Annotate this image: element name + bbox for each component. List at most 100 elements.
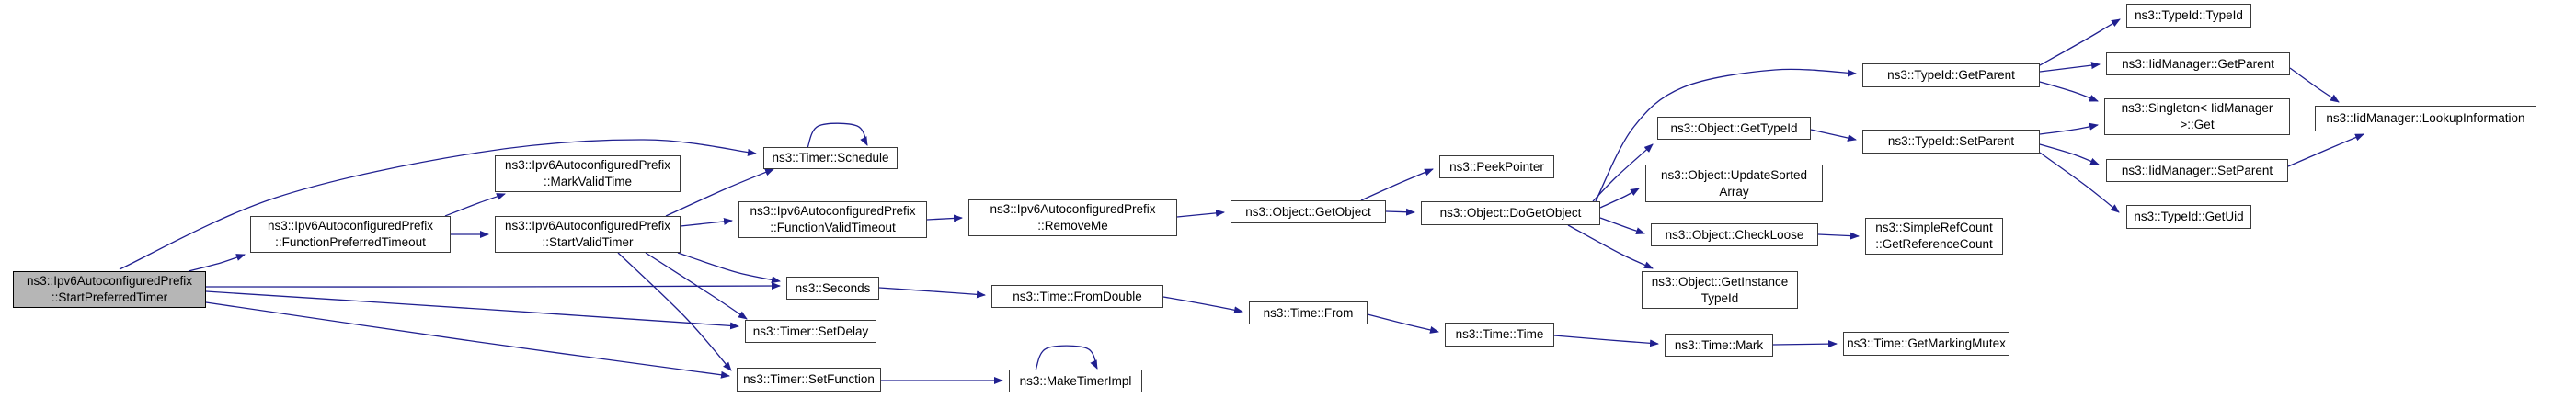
node-label: ns3::Ipv6AutoconfiguredPrefix bbox=[267, 219, 434, 233]
node-type-id-get-uid[interactable]: ns3::TypeId::GetUid bbox=[2126, 205, 2251, 229]
edge-time-time-to-time-mark bbox=[1553, 335, 1659, 347]
node-time-get-marking-mutex[interactable]: ns3::Time::GetMarkingMutex bbox=[1843, 332, 2009, 356]
node-label: ::StartPreferredTimer bbox=[51, 290, 168, 304]
node-make-timer-impl[interactable]: ns3::MakeTimerImpl bbox=[1009, 370, 1142, 392]
node-label: ::FunctionPreferredTimeout bbox=[275, 235, 426, 249]
edge-iid-manager-set-parent-to-iid-manager-lookup-information bbox=[2287, 133, 2364, 167]
node-type-id-type-id[interactable]: ns3::TypeId::TypeId bbox=[2126, 4, 2251, 28]
edge-function-valid-timeout-to-remove-me bbox=[926, 214, 963, 222]
node-label: ns3::Object::CheckLoose bbox=[1665, 227, 1804, 242]
edge-object-do-get-object-to-object-check-loose bbox=[1599, 217, 1645, 234]
node-iid-manager-lookup-information[interactable]: ns3::IidManager::LookupInformation bbox=[2315, 106, 2536, 131]
edge-start-valid-timer-to-timer-set-delay bbox=[645, 252, 748, 320]
node-label: >::Get bbox=[2180, 118, 2215, 131]
edge-time-mark-to-time-get-marking-mutex bbox=[1772, 340, 1838, 348]
node-object-do-get-object[interactable]: ns3::Object::DoGetObject bbox=[1421, 201, 1600, 225]
node-label: ns3::Object::UpdateSorted bbox=[1660, 167, 1808, 182]
node-label: ns3::Seconds bbox=[795, 280, 871, 295]
node-start-valid-timer[interactable]: ns3::Ipv6AutoconfiguredPrefix::StartVali… bbox=[495, 216, 681, 253]
edge-object-do-get-object-to-object-get-type-id bbox=[1592, 143, 1654, 202]
edge-start-preferred-timer-to-function-preferred-timeout bbox=[188, 254, 246, 272]
node-label: ns3::Timer::Schedule bbox=[772, 151, 889, 165]
node-label: ::FunctionValidTimeout bbox=[770, 221, 896, 234]
node-time-time[interactable]: ns3::Time::Time bbox=[1445, 323, 1554, 347]
edge-object-get-object-to-peek-pointer bbox=[1360, 168, 1434, 201]
edge-time-from-to-time-time bbox=[1367, 313, 1439, 334]
node-label: ns3::Time::From bbox=[1263, 305, 1354, 320]
node-iid-manager-set-parent[interactable]: ns3::IidManager::SetParent bbox=[2106, 159, 2288, 182]
edge-start-valid-timer-to-timer-schedule bbox=[665, 168, 774, 217]
node-label: ns3::Time::GetMarkingMutex bbox=[1847, 336, 2006, 350]
edge-function-preferred-timeout-to-mark-valid-time bbox=[444, 193, 506, 217]
node-label: ::StartValidTimer bbox=[542, 235, 634, 249]
node-timer-schedule[interactable]: ns3::Timer::Schedule bbox=[763, 147, 898, 169]
edge-object-get-object-to-object-do-get-object bbox=[1385, 208, 1415, 216]
node-label: ns3::Object::DoGetObject bbox=[1439, 206, 1582, 220]
node-iid-manager-get-parent[interactable]: ns3::IidManager::GetParent bbox=[2106, 52, 2290, 75]
node-time-mark[interactable]: ns3::Time::Mark bbox=[1665, 334, 1773, 357]
edge-start-valid-timer-to-function-valid-timeout bbox=[680, 217, 733, 227]
edge-type-id-set-parent-to-iid-manager-set-parent bbox=[2039, 143, 2100, 165]
edge-type-id-set-parent-to-type-id-get-uid bbox=[2039, 152, 2120, 213]
node-object-check-loose[interactable]: ns3::Object::CheckLoose bbox=[1651, 223, 1818, 246]
edge-start-preferred-timer-to-seconds bbox=[205, 282, 781, 290]
edge-seconds-to-time-from-double bbox=[878, 287, 986, 299]
node-label: ns3::Time::Time bbox=[1455, 327, 1544, 341]
node-label: ::GetReferenceCount bbox=[1875, 237, 1993, 251]
node-timer-set-function[interactable]: ns3::Timer::SetFunction bbox=[737, 368, 881, 392]
node-label: ns3::Timer::SetFunction bbox=[743, 372, 875, 386]
edge-type-id-get-parent-to-type-id-type-id bbox=[2039, 18, 2121, 66]
node-object-get-type-id[interactable]: ns3::Object::GetTypeId bbox=[1657, 117, 1811, 140]
node-label: ns3::IidManager::GetParent bbox=[2122, 56, 2274, 71]
node-label: ns3::Ipv6AutoconfiguredPrefix bbox=[504, 219, 671, 233]
edge-object-do-get-object-to-object-update-sorted-array bbox=[1599, 188, 1640, 209]
node-timer-set-delay[interactable]: ns3::Timer::SetDelay bbox=[745, 320, 876, 343]
edge-start-preferred-timer-to-timer-set-function bbox=[205, 301, 730, 379]
edge-iid-manager-get-parent-to-iid-manager-lookup-information bbox=[2289, 67, 2340, 103]
node-mark-valid-time[interactable]: ns3::Ipv6AutoconfiguredPrefix::MarkValid… bbox=[495, 155, 681, 192]
node-label: ::MarkValidTime bbox=[543, 175, 633, 188]
node-label: ns3::PeekPointer bbox=[1449, 159, 1544, 174]
node-remove-me[interactable]: ns3::Ipv6AutoconfiguredPrefix::RemoveMe bbox=[968, 199, 1177, 236]
node-label: ns3::Time::FromDouble bbox=[1013, 289, 1142, 303]
node-singleton-iid-manager-get[interactable]: ns3::Singleton< IidManager>::Get bbox=[2104, 98, 2290, 135]
edge-object-check-loose-to-simple-ref-count-get-reference-count bbox=[1817, 232, 1860, 240]
edge-timer-schedule-to-timer-schedule bbox=[807, 122, 868, 149]
edge-remove-me-to-object-get-object bbox=[1176, 209, 1225, 218]
node-time-from-double[interactable]: ns3::Time::FromDouble bbox=[991, 285, 1163, 308]
node-label: ns3::Object::GetTypeId bbox=[1670, 120, 1798, 135]
node-type-id-get-parent[interactable]: ns3::TypeId::GetParent bbox=[1862, 63, 2040, 87]
node-label: ns3::Object::GetInstance bbox=[1651, 274, 1789, 289]
node-seconds[interactable]: ns3::Seconds bbox=[786, 277, 879, 300]
node-start-preferred-timer[interactable]: ns3::Ipv6AutoconfiguredPrefix::StartPref… bbox=[13, 271, 206, 308]
node-label: ns3::TypeId::GetParent bbox=[1887, 68, 2015, 82]
node-object-get-object[interactable]: ns3::Object::GetObject bbox=[1231, 200, 1386, 223]
node-time-from[interactable]: ns3::Time::From bbox=[1249, 301, 1368, 324]
node-peek-pointer[interactable]: ns3::PeekPointer bbox=[1439, 155, 1554, 178]
node-label: ns3::Ipv6AutoconfiguredPrefix bbox=[990, 202, 1156, 216]
node-function-valid-timeout[interactable]: ns3::Ipv6AutoconfiguredPrefix::FunctionV… bbox=[738, 201, 927, 238]
edge-object-do-get-object-to-object-get-instance-type-id bbox=[1567, 224, 1654, 269]
node-label: ns3::TypeId::GetUid bbox=[2134, 210, 2244, 223]
edge-start-valid-timer-to-timer-set-function bbox=[617, 252, 732, 371]
node-label: TypeId bbox=[1700, 290, 1739, 305]
node-label: ns3::Time::Mark bbox=[1674, 337, 1764, 352]
node-label: ns3::Object::GetObject bbox=[1245, 204, 1371, 219]
edge-object-do-get-object-to-type-id-get-parent bbox=[1595, 68, 1857, 202]
node-label: ns3::Ipv6AutoconfiguredPrefix bbox=[504, 158, 671, 172]
node-label: ns3::MakeTimerImpl bbox=[1019, 373, 1132, 388]
node-type-id-set-parent[interactable]: ns3::TypeId::SetParent bbox=[1862, 130, 2040, 154]
node-label: ns3::Singleton< IidManager bbox=[2121, 101, 2273, 115]
node-function-preferred-timeout[interactable]: ns3::Ipv6AutoconfiguredPrefix::FunctionP… bbox=[250, 216, 451, 253]
node-simple-ref-count-get-reference-count[interactable]: ns3::SimpleRefCount::GetReferenceCount bbox=[1865, 218, 2003, 255]
edge-type-id-set-parent-to-singleton-iid-manager-get bbox=[2039, 122, 2099, 135]
node-label: Array bbox=[1719, 184, 1749, 199]
node-label: ns3::Ipv6AutoconfiguredPrefix bbox=[750, 204, 916, 218]
edge-start-valid-timer-to-seconds bbox=[677, 252, 781, 284]
node-label: ns3::IidManager::LookupInformation bbox=[2326, 111, 2525, 125]
node-label: ns3::IidManager::SetParent bbox=[2121, 163, 2273, 177]
edge-start-preferred-timer-to-timer-set-delay bbox=[205, 290, 739, 330]
